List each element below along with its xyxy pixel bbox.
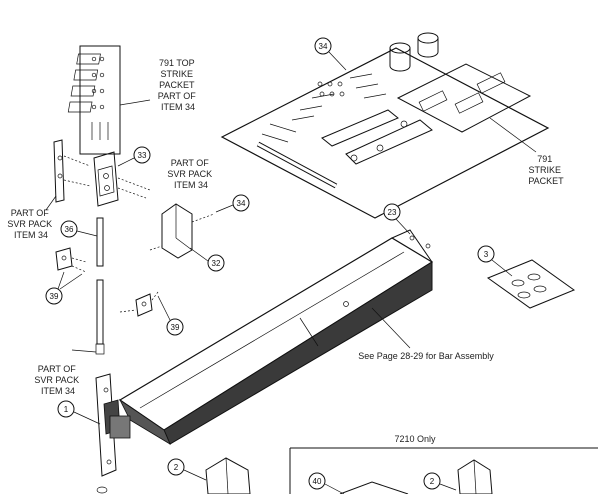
vertical-rods (95, 217, 105, 355)
svr-pack-label-left: PART OF SVR PACK ITEM 34 (7, 208, 54, 240)
callout-1-bubble (57, 400, 75, 418)
bracket-mid (119, 291, 159, 317)
callout-33: 33 (138, 151, 147, 160)
callout-39-left: 39 (50, 292, 59, 301)
callout-2-left: 2 (174, 463, 179, 472)
callout-32: 32 (212, 259, 221, 268)
callout-3-bubble (477, 245, 495, 263)
callout-2-right: 2 (430, 477, 435, 486)
svr-pack-label-bottom: PART OF SVR PACK ITEM 34 (34, 364, 81, 396)
callout-23: 23 (388, 208, 397, 217)
callout-23-bubble (383, 203, 401, 221)
top-latch-assembly (53, 139, 151, 207)
callout-34-top-bubble (314, 37, 332, 55)
callout-2-left-bubble (167, 458, 185, 476)
strike-packet-label: 791 STRIKE PACKET (528, 154, 564, 186)
callout-3: 3 (484, 250, 489, 259)
callout-36-bubble (60, 220, 78, 238)
exit-bar (118, 229, 434, 445)
callout-34-right: 34 (237, 199, 246, 208)
callout-39-mid: 39 (171, 323, 180, 332)
callout-36: 36 (65, 225, 74, 234)
callout-32-bubble (207, 254, 225, 272)
box-7210-only (289, 447, 598, 494)
top-strike-packet-card (67, 45, 151, 155)
item-3-card (486, 259, 576, 309)
callout-33-bubble (133, 146, 151, 164)
end-cap-right (457, 459, 493, 494)
bar-assembly-note: See Page 28-29 for Bar Assembly (358, 351, 494, 361)
end-cover (149, 203, 215, 259)
callout-2-right-bubble (423, 472, 441, 490)
callout-40-bubble (308, 472, 326, 490)
callout-1: 1 (64, 405, 69, 414)
callout-34-top: 34 (319, 42, 328, 51)
callout-39-left-bubble (45, 287, 63, 305)
callout-39-mid-bubble (166, 318, 184, 336)
bottom-latch (95, 373, 131, 494)
svr-pack-label-right: PART OF SVR PACK ITEM 34 (167, 158, 214, 190)
callout-40: 40 (313, 477, 322, 486)
callout-34-right-bubble (232, 194, 250, 212)
rod-guide-left (55, 247, 87, 273)
end-cap-left (205, 457, 251, 494)
box-7210-title: 7210 Only (394, 434, 436, 444)
top-strike-packet-label: 791 TOP STRIKE PACKET PART OF ITEM 34 (158, 58, 199, 112)
strike-packet-card (220, 32, 550, 219)
